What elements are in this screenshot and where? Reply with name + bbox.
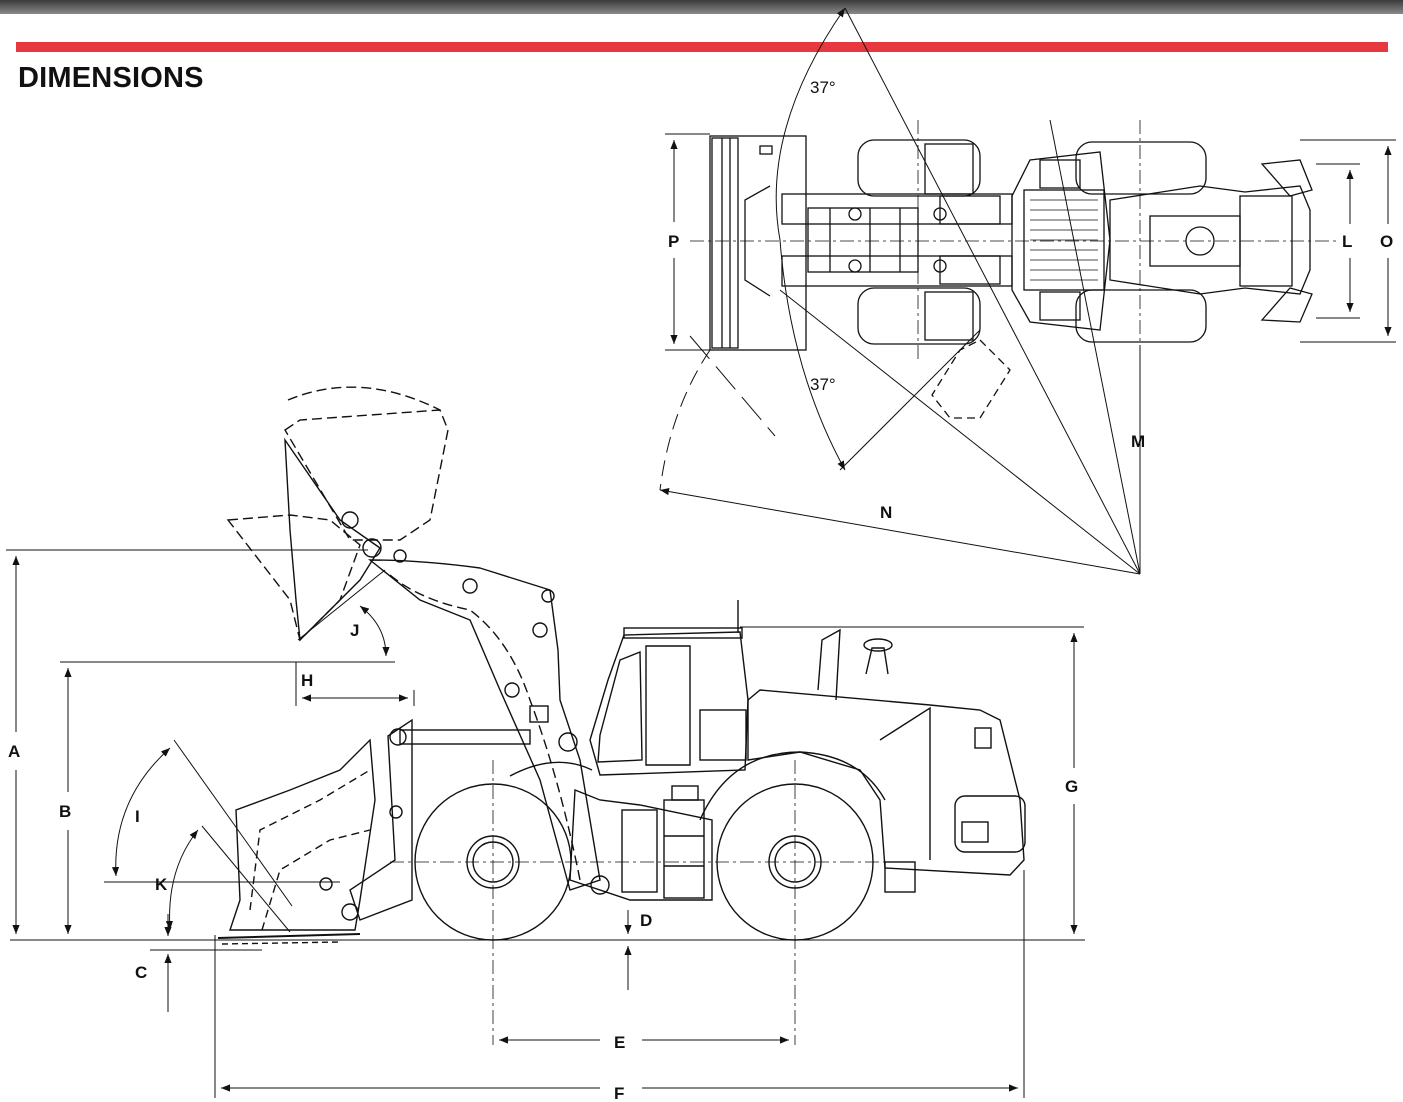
top-rear-wheels <box>1075 141 1207 343</box>
side-view <box>10 386 1085 1045</box>
accent-rule <box>16 42 1388 52</box>
label-o: O <box>1380 232 1393 251</box>
top-arms <box>781 193 1013 287</box>
top-dimensions <box>659 7 1396 575</box>
side-centerlines <box>390 760 900 1045</box>
page-title: DIMENSIONS <box>18 62 204 94</box>
side-dimensions <box>6 549 1084 1098</box>
label-m: M <box>1131 432 1145 451</box>
header-band <box>0 0 1403 14</box>
label-g: G <box>1065 777 1078 796</box>
cab <box>589 600 749 776</box>
top-view <box>690 120 1340 419</box>
rear-fender <box>699 751 886 821</box>
engine-hood <box>747 628 1026 893</box>
label-p: P <box>668 232 679 251</box>
dimension-labels: A B C D E F G H I J K L M N O P 37° 37° <box>8 78 1393 1102</box>
label-c: C <box>135 963 147 982</box>
lowered-buckets <box>217 738 376 945</box>
front-fender <box>509 761 593 777</box>
top-centerlines <box>690 120 1340 360</box>
label-k: K <box>155 875 168 894</box>
boom-arm <box>349 559 610 921</box>
label-h: H <box>301 671 313 690</box>
angle-top: 37° <box>810 78 836 97</box>
angle-bottom: 37° <box>810 375 836 394</box>
raised-bucket <box>226 386 449 642</box>
label-d: D <box>640 911 652 930</box>
label-b: B <box>59 802 71 821</box>
label-n: N <box>880 503 892 522</box>
label-f: F <box>614 1084 624 1102</box>
chassis <box>569 785 713 901</box>
label-i: I <box>135 807 140 826</box>
label-j: J <box>350 621 359 640</box>
label-l: L <box>1342 232 1352 251</box>
label-e: E <box>614 1033 625 1052</box>
raised-bucket-solid <box>284 437 407 642</box>
top-bucket <box>709 135 807 351</box>
label-a: A <box>8 742 20 761</box>
